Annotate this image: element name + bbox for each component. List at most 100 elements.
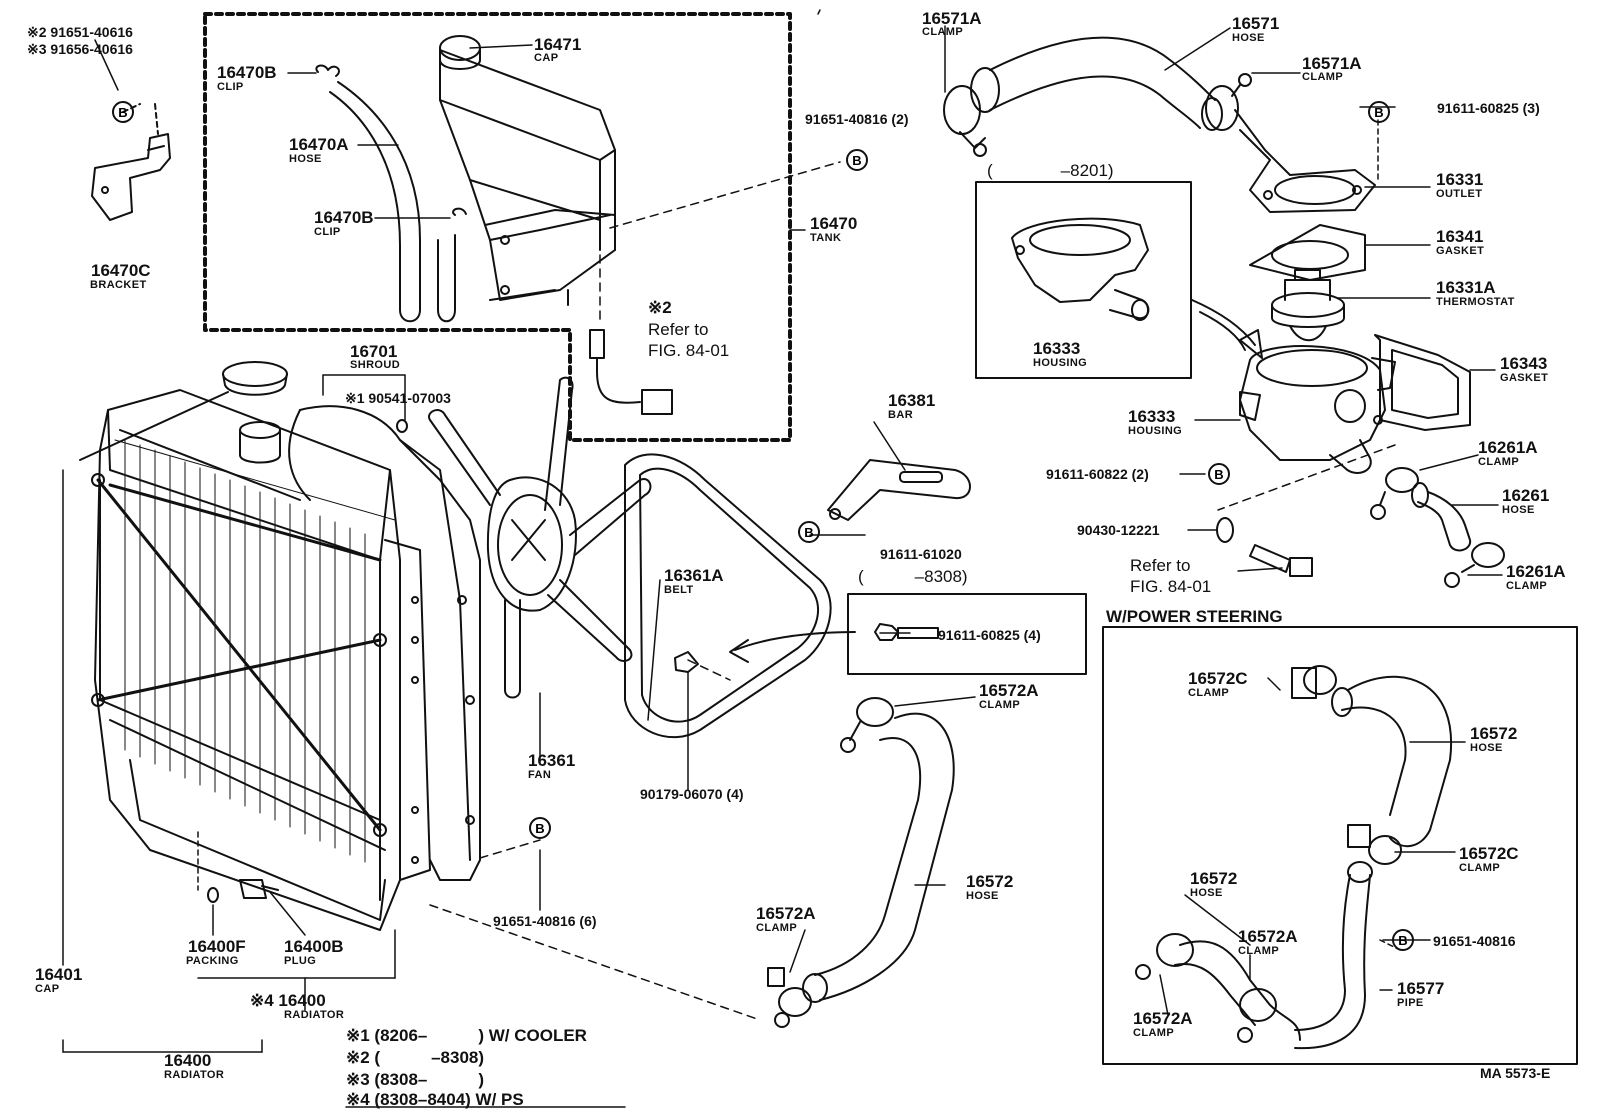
bolt-91651-40816-2: 91651-40816 (2) (805, 111, 909, 127)
hose-16572 (802, 712, 955, 1003)
power-steering-title: W/POWER STEERING (1106, 607, 1283, 626)
part-number-16571a-2: 16571A (1302, 54, 1362, 73)
range-8308: ( –8308) (858, 567, 968, 586)
part-name-radiator: RADIATOR (164, 1069, 225, 1081)
part-name-clamp: CLAMP (1238, 945, 1280, 957)
b-marker: B (798, 521, 820, 543)
packing-16400f (197, 831, 219, 903)
hose-16470a (315, 64, 467, 323)
bolt-91611-61020: 91611-61020 (880, 546, 962, 562)
part-name-thermostat: THERMOSTAT (1436, 296, 1515, 308)
part-number-16361a: 16361A (664, 566, 724, 585)
part-name-gasket: GASKET (1500, 372, 1549, 384)
part-name-clamp: CLAMP (1133, 1027, 1175, 1039)
clamp-16571a-right (1205, 73, 1252, 131)
part-name-bar: BAR (888, 409, 914, 421)
part-number-16261a-2: 16261A (1506, 562, 1566, 581)
part-number-16401: 16401 (35, 965, 83, 984)
range-8201: ( –8201) (987, 161, 1114, 180)
part-number-16470b: 16470B (217, 63, 277, 82)
tank-leader-dashes (599, 161, 841, 321)
b-marker: B (846, 149, 868, 171)
part-number-16341: 16341 (1436, 227, 1484, 246)
hose-16571 (970, 36, 1223, 131)
part-name-housing: HOUSING (1128, 425, 1183, 437)
figure-code: MA 5573-E (1480, 1065, 1551, 1081)
part-number-16470a: 16470A (289, 135, 349, 154)
b-marker: B (1208, 463, 1230, 485)
legend-note-2: ※2 ( –8308) (346, 1048, 485, 1067)
part-number-16572c: 16572C (1188, 669, 1248, 688)
part-number-16343: 16343 (1500, 354, 1548, 373)
clamp-16571a-left (943, 85, 987, 157)
clamp-16572a-ps-left (1135, 933, 1194, 980)
part-name-shroud: SHROUD (350, 359, 401, 371)
gasket-16341 (1249, 224, 1366, 281)
bolt-91651-40816-ps: 91651-40816 (1433, 933, 1516, 949)
part-number-16470: 16470 (810, 214, 858, 233)
part-number-16261a: 16261A (1478, 438, 1538, 457)
part-number-16400: 16400 (164, 1051, 212, 1070)
gasket-90430-12221: 90430-12221 (1077, 522, 1160, 538)
nut-90179-06070-4: 90179-06070 (4) (640, 786, 744, 802)
part-name-clamp: CLAMP (1188, 687, 1230, 699)
housing-16333-inset (1011, 217, 1150, 321)
housing-dash (1217, 444, 1396, 511)
thermostat-16331a (1271, 269, 1345, 342)
part-name-clamp: CLAMP (1459, 862, 1501, 874)
part-name-belt: BELT (664, 584, 694, 596)
part-number-16400f: 16400F (188, 937, 246, 956)
b-marker: B (1368, 101, 1390, 123)
part-name-pipe: PIPE (1397, 997, 1424, 1009)
part-number-16572a-2: 16572A (756, 904, 816, 923)
belt-bolt-dash (687, 659, 731, 681)
part-name-fan: FAN (528, 769, 552, 781)
part-number-16572: 16572 (966, 872, 1014, 891)
bolt-91651-40816-6: 91651-40816 (6) (493, 913, 597, 929)
water-outlet-16331 (1234, 109, 1379, 213)
part-name-clamp: CLAMP (1478, 456, 1520, 468)
part-number-16572a-ps: 16572A (1238, 927, 1298, 946)
part-name-outlet: OUTLET (1436, 188, 1483, 200)
tank-16470 (439, 35, 616, 306)
clamp-16572a-upper (840, 697, 894, 753)
thermostat-housing-16333 (1239, 345, 1396, 474)
part-number-16361: 16361 (528, 751, 576, 770)
tank-group-box (203, 12, 792, 442)
b-marker: B (112, 101, 134, 123)
part-name-cap: CAP (35, 983, 60, 995)
part-name-hose: HOSE (1502, 504, 1535, 516)
refer-to-text: Refer to (648, 320, 709, 339)
part-number-16470c: 16470C (91, 261, 151, 280)
legend-note-4: ※4 (8308–8404) W/ PS (346, 1090, 524, 1109)
pipe-16577 (1294, 861, 1401, 1050)
part-number-16333: 16333 (1128, 407, 1176, 426)
part-name-cap: CAP (534, 52, 559, 64)
clamp-16572a-ps-right (1237, 988, 1277, 1043)
part-number-16572c-2: 16572C (1459, 844, 1519, 863)
shroud-16701 (288, 405, 481, 881)
part-number-16572-ps-2: 16572 (1190, 869, 1238, 888)
bolt-91611-60825-4: 91611-60825 (4) (938, 627, 1041, 643)
gasket-16343 (1374, 334, 1471, 431)
part-name-gasket: GASKET (1436, 245, 1485, 257)
fan-16361 (428, 376, 652, 699)
power-steering-box (1102, 626, 1578, 1065)
part-name-clamp: CLAMP (756, 922, 798, 934)
part-number-16701: 16701 (350, 342, 398, 361)
hose-16572-ps-upper (1331, 675, 1453, 848)
part-name-hose: HOSE (966, 890, 999, 902)
radiator-hose-dashes (429, 839, 761, 1021)
part-name-tank: TANK (810, 232, 842, 244)
legend-note-1: ※1 (8206– ) W/ COOLER (346, 1026, 587, 1045)
inset-box-8201 (975, 181, 1192, 379)
radiator-cap-16401 (79, 361, 288, 461)
figure-reference: FIG. 84-01 (648, 341, 730, 360)
code-1-label: ※1 90541-07003 (345, 390, 451, 406)
part-name-clip: CLIP (217, 81, 244, 93)
part-name-clamp: CLAMP (979, 699, 1021, 711)
part-name-clip-2: CLIP (314, 226, 341, 238)
legend-note-3: ※3 (8308– ) (346, 1070, 485, 1089)
bar-16381 (827, 459, 971, 521)
